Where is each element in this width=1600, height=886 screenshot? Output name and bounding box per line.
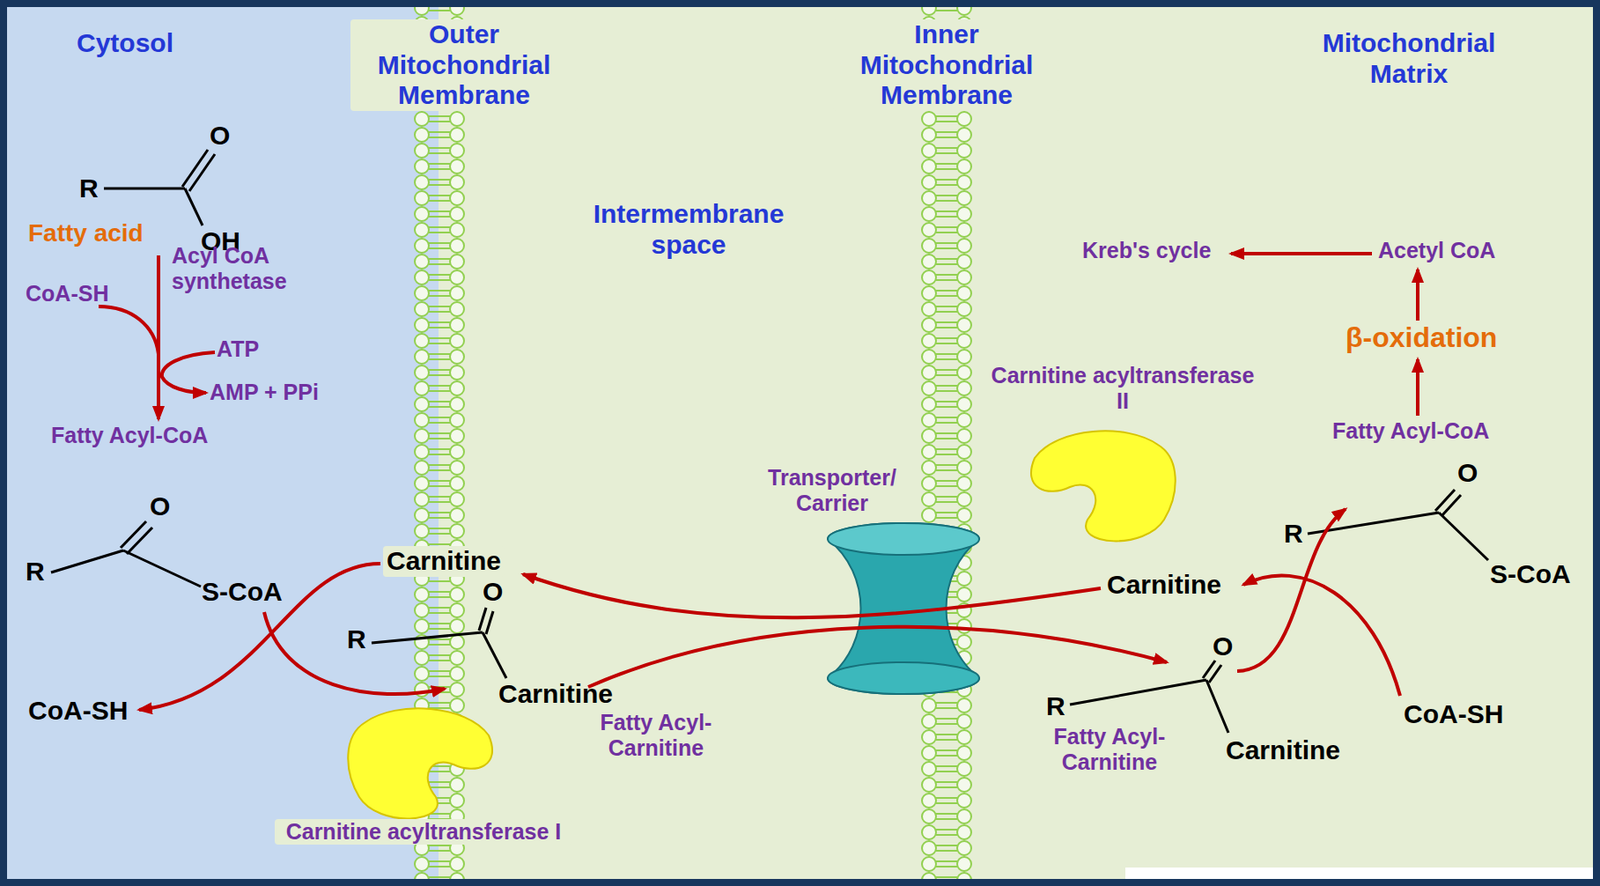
reaction-arrows xyxy=(1243,575,1401,696)
group-label: S-CoA xyxy=(201,576,283,608)
molecule-name: Carnitine xyxy=(383,545,505,577)
reaction-arrows xyxy=(264,611,445,694)
atom-label: O xyxy=(149,491,170,523)
molecule-name: Fatty Acyl- Carnitine xyxy=(576,709,736,761)
chemical-bonds xyxy=(1441,494,1461,517)
group-label: Carnitine xyxy=(498,678,613,710)
chemical-bonds xyxy=(1069,679,1207,705)
enzyme-cat2 xyxy=(1031,430,1176,541)
atom-label: R xyxy=(346,624,367,656)
enzyme-name: Carnitine acyltransferase II xyxy=(990,362,1255,414)
atom-label: R xyxy=(25,556,45,588)
chemical-bonds xyxy=(371,632,483,643)
transporter-protein xyxy=(827,662,980,694)
reaction-arrows xyxy=(523,574,1101,618)
molecule-name: Fatty Acyl- Carnitine xyxy=(1030,723,1189,775)
reaction-arrows xyxy=(156,255,161,420)
reaction-arrows xyxy=(98,306,159,354)
chemical-bonds xyxy=(103,187,185,191)
reaction-arrows xyxy=(1415,359,1420,416)
transporter-protein xyxy=(827,523,980,555)
chemical-bonds xyxy=(51,550,124,573)
reaction-arrows xyxy=(162,352,215,393)
chemical-bonds xyxy=(1435,489,1455,511)
inner-membrane xyxy=(921,7,973,879)
chemical-bonds xyxy=(1209,664,1222,683)
molecule-name: Acetyl CoA xyxy=(1378,237,1496,264)
reaction-arrows xyxy=(98,253,1418,710)
molecule-name: CoA-SH xyxy=(1403,699,1504,730)
diagram-ground: Cytosol Outer Mitochondrial Membrane Inner… xyxy=(7,7,1593,879)
region-label: Inner Mitochondrial Membrane xyxy=(833,19,1061,111)
group-label: S-CoA xyxy=(1489,559,1571,590)
reaction-arrows xyxy=(1231,251,1372,256)
molecule-name: CoA-SH xyxy=(28,695,128,727)
chemical-bonds xyxy=(1438,512,1489,561)
enzyme-name: Carnitine acyltransferase I xyxy=(274,818,573,845)
chemical-bonds xyxy=(184,188,203,226)
enzyme-cat1 xyxy=(347,707,493,819)
group-label: Carnitine xyxy=(1225,735,1341,767)
chemical-bonds xyxy=(479,607,487,631)
atom-label: O xyxy=(482,576,503,608)
chemical-bonds xyxy=(189,154,215,192)
atom-label: O xyxy=(1212,631,1233,663)
atom-label: O xyxy=(1457,457,1478,489)
molecule-name: Fatty acid xyxy=(28,219,144,248)
chemical-bonds xyxy=(51,149,1489,733)
reaction-arrows xyxy=(1415,269,1420,321)
corner-box xyxy=(1125,867,1593,879)
region-label: Mitochondrial Matrix xyxy=(1298,28,1519,89)
atom-label: R xyxy=(1046,691,1066,723)
atom-label: O xyxy=(209,120,230,152)
atom-label: R xyxy=(79,173,99,205)
region-label: Outer Mitochondrial Membrane xyxy=(350,19,578,111)
molecule-name: Fatty Acyl-CoA xyxy=(1332,418,1490,444)
enzyme-name: Acyl CoA synthetase xyxy=(171,243,313,295)
pathway-name: Kreb's cycle xyxy=(1082,237,1211,264)
region-label: Intermembrane space xyxy=(556,199,821,260)
protein-name: Transporter/ Carrier xyxy=(744,464,921,517)
chemical-bonds xyxy=(123,550,201,587)
molecule-name: Carnitine xyxy=(1106,569,1222,601)
chemical-bonds xyxy=(486,611,494,635)
molecule-name: ATP xyxy=(216,336,259,362)
atom-label: R xyxy=(1283,518,1304,550)
chemical-bonds xyxy=(126,527,153,554)
region-label: Cytosol xyxy=(76,28,174,59)
molecule-name: Fatty Acyl-CoA xyxy=(51,422,208,449)
chemical-bonds xyxy=(120,521,147,548)
molecule-name: CoA-SH xyxy=(25,280,109,307)
molecule-name: AMP + PPi xyxy=(209,379,319,406)
chemical-bonds xyxy=(482,632,507,679)
reaction-arrows xyxy=(588,626,1167,687)
chemical-bonds xyxy=(1206,679,1229,733)
pathway-name: β-oxidation xyxy=(1345,321,1497,354)
